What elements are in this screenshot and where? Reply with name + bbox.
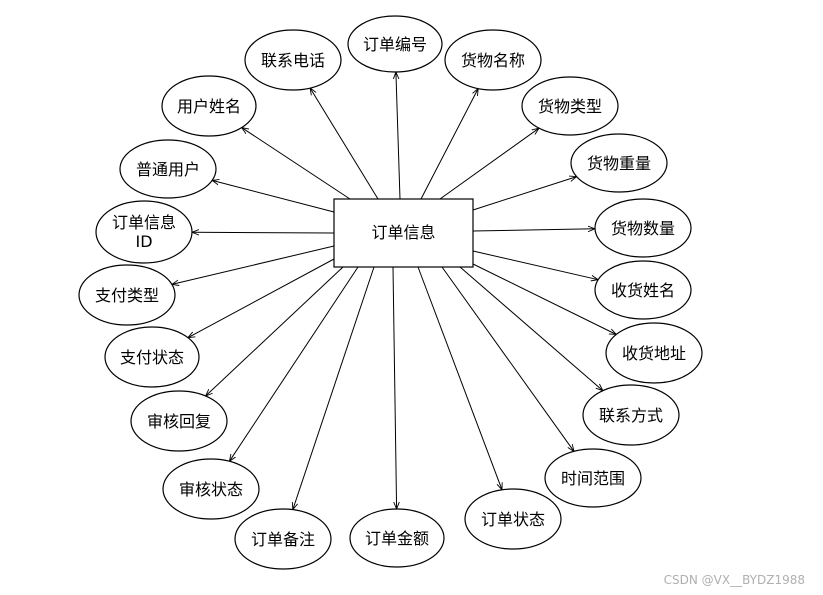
attribute-ellipse [594,260,692,320]
attribute-ellipse [349,508,445,568]
watermark-text: CSDN @VX__BYDZ1988 [664,573,805,587]
attribute-label: 联系电话 [261,51,325,70]
attribute-user-name: 用户姓名 [161,75,257,137]
attribute-label: 订单状态 [481,510,545,529]
attribute-goods-type: 货物类型 [521,76,619,136]
attribute-ellipse [570,133,668,193]
edge-time-range [441,266,574,451]
attribute-label: 订单备注 [251,530,315,549]
entity-box [333,198,474,268]
attribute-review-status: 审核状态 [162,458,260,520]
attribute-pay-type: 支付类型 [78,264,176,326]
attribute-label: 订单编号 [363,35,427,54]
edge-order-info-id [192,232,335,233]
attribute-label: 订单金额 [365,529,429,548]
attribute-goods-weight: 货物重量 [570,133,668,193]
attribute-normal-user: 普通用户 [119,139,217,199]
attribute-label: 审核状态 [179,480,243,499]
attribute-receiver-address: 收货地址 [605,322,703,384]
attribute-ellipse [95,200,193,264]
attribute-ellipse [244,29,342,91]
attribute-label: 用户姓名 [177,97,241,116]
attribute-label: 货物名称 [461,51,525,70]
attribute-label: 货物重量 [587,154,651,173]
attribute-ellipse [464,488,562,550]
attribute-ellipse [162,458,260,520]
edge-receiver-address [472,263,616,335]
attribute-goods-qty: 货物数量 [594,198,692,258]
attribute-ellipse [347,15,443,73]
attribute-label: 货物数量 [611,219,675,238]
attribute-label: 支付状态 [120,348,184,367]
attribute-label: 支付类型 [95,286,159,305]
edge-goods-name [420,89,478,200]
attribute-ellipse [444,29,542,91]
attribute-ellipse [161,75,257,137]
attribute-time-range: 时间范围 [544,448,642,508]
attribute-label: 审核回复 [147,412,211,431]
relationship-edges [172,72,616,510]
attribute-label: 收货地址 [622,344,686,363]
attribute-goods-name: 货物名称 [444,29,542,91]
attribute-nodes: 订单编号货物名称货物类型货物重量货物数量收货姓名收货地址联系方式时间范围订单状态… [78,15,703,570]
attribute-order-amount: 订单金额 [349,508,445,568]
edge-goods-qty [472,229,595,231]
attribute-pay-status: 支付状态 [104,326,200,388]
attribute-order-status: 订单状态 [464,488,562,550]
attribute-ellipse [130,390,228,452]
edge-contact-phone [310,88,379,200]
entity-label: 订单信息 [371,223,435,242]
edge-review-reply [206,266,344,396]
attribute-label: 货物类型 [538,97,602,116]
edge-user-name [242,128,351,200]
attribute-contact-phone: 联系电话 [244,29,342,91]
edge-order-status [417,266,502,490]
attribute-ellipse [605,322,703,384]
edge-contact-method [459,266,603,391]
edge-normal-user [212,180,335,213]
attribute-ellipse [119,139,217,199]
edge-receiver-name [472,250,598,280]
attribute-ellipse [104,326,200,388]
attribute-ellipse [544,448,642,508]
edge-goods-type [439,128,539,200]
attribute-ellipse [521,76,619,136]
attribute-review-reply: 审核回复 [130,390,228,452]
attribute-ellipse [594,198,692,258]
edge-pay-type [172,245,335,284]
attribute-label: 时间范围 [561,469,625,488]
attribute-order-no: 订单编号 [347,15,443,73]
edge-order-remark [293,266,375,510]
entity-node: 订单信息 [333,198,474,268]
attribute-receiver-name: 收货姓名 [594,260,692,320]
attribute-label: 联系方式 [599,406,663,425]
edge-pay-status [188,258,335,338]
attribute-label: 收货姓名 [611,281,675,300]
edge-order-no [396,72,401,200]
edge-order-amount [392,266,397,509]
attribute-ellipse [234,508,332,570]
attribute-ellipse [582,384,680,446]
attribute-order-remark: 订单备注 [234,508,332,570]
attribute-contact-method: 联系方式 [582,384,680,446]
edge-goods-weight [472,177,577,211]
edge-review-status [229,266,359,461]
attribute-ellipse [78,264,176,326]
attribute-label: 普通用户 [136,160,200,179]
